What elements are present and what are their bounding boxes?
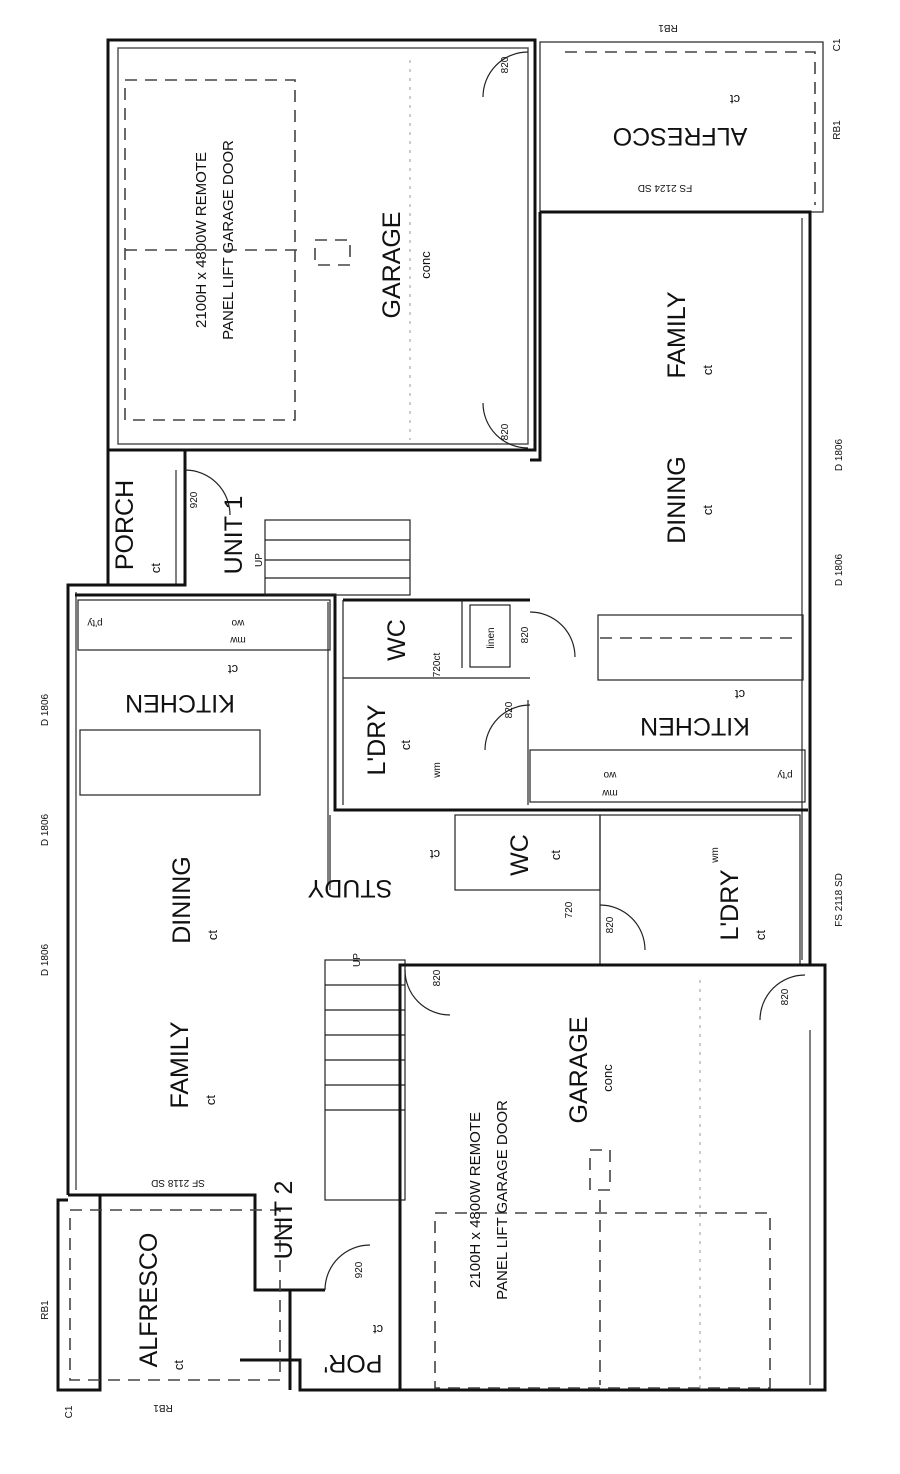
unit1-mw: mw <box>601 787 617 798</box>
unit1-corner: C1 <box>832 38 843 51</box>
unit1-family-name: FAMILY <box>663 291 691 378</box>
unit1-stairs-up: UP <box>254 553 265 567</box>
unit2-pantry: p'ty <box>87 617 102 628</box>
unit1-garage-door-b: 820 <box>500 423 511 440</box>
unit1-laundry-name: L'DRY <box>363 704 391 775</box>
unit2-laundry-name: L'DRY <box>716 869 744 940</box>
unit1-garage-name: GARAGE <box>378 212 406 319</box>
unit1-wo: wo <box>603 769 617 780</box>
unit1-porch-door: 920 <box>189 491 200 508</box>
unit1-alfresco-door: FS 2124 SD <box>638 182 692 193</box>
unit1-laundry-wm: wm <box>432 762 443 779</box>
unit1-window-a: D 1806 <box>834 438 845 471</box>
unit2-rb-side: RB1 <box>40 1300 51 1320</box>
unit2-garage-door-a: 820 <box>432 969 443 986</box>
unit2-window-a: D 1806 <box>40 693 51 726</box>
unit1-porch-finish: ct <box>148 563 163 574</box>
unit2-dining-name: DINING <box>168 856 196 944</box>
unit1-laundry-finish: ct <box>398 740 413 751</box>
unit1-window-b: D 1806 <box>834 553 845 586</box>
unit2-mw: mw <box>229 634 245 645</box>
unit2-rb-bottom: RB1 <box>153 1402 173 1413</box>
unit1-pantry: p'ty <box>777 769 792 780</box>
unit2-alfresco-finish: ct <box>171 1360 186 1371</box>
unit2-wc-door: 720 <box>564 901 575 918</box>
unit1-garage-door-line1: 2100H x 4800W REMOTE <box>193 152 210 328</box>
unit2-laundry-window: FS 2118 SD <box>834 873 845 927</box>
walls <box>56 38 827 1392</box>
unit1-wc-name: WC <box>383 619 411 661</box>
unit2-family-finish: ct <box>203 1095 218 1106</box>
unit1-labels: GARAGE conc 2100H x 4800W REMOTE PANEL L… <box>111 22 845 798</box>
unit1-family-finish: ct <box>700 365 715 376</box>
unit2-labels: KITCHEN ct p'ty mw wo D 1806 D 1806 D 18… <box>40 617 845 1418</box>
unit1-linen-door: 820 <box>520 626 531 643</box>
unit2-wc-finish: ct <box>548 850 563 861</box>
unit2-garage-name: GARAGE <box>565 1017 593 1124</box>
unit1-kitchen-finish: ct <box>735 687 746 702</box>
unit2-kitchen-finish: ct <box>228 662 239 677</box>
unit2-porch-finish: ct <box>373 1322 384 1337</box>
unit2-porch-name: POR' <box>324 1349 383 1377</box>
unit1-alfresco-name: ALFRESCO <box>613 122 748 150</box>
unit2-garage-door-b: 820 <box>780 988 791 1005</box>
unit2-study-name: STUDY <box>307 874 392 902</box>
unit1-linen: linen <box>486 627 497 648</box>
unit2-family-name: FAMILY <box>166 1021 194 1108</box>
unit2-garage-finish: conc <box>600 1064 615 1092</box>
unit1-alfresco-finish: ct <box>730 92 741 107</box>
unit2-garage-door-line2: PANEL LIFT GARAGE DOOR <box>494 1100 511 1300</box>
unit1-dining-finish: ct <box>700 505 715 516</box>
unit2-porch-door: 920 <box>354 1261 365 1278</box>
unit1-wc-door: 720ct <box>432 653 443 678</box>
unit2-wo: wo <box>231 617 245 628</box>
unit1-laundry-door: 820 <box>504 701 515 718</box>
unit1-dining-name: DINING <box>663 456 691 544</box>
unit2-laundry-wm: wm <box>710 847 721 864</box>
unit2-corner: C1 <box>64 1405 75 1418</box>
unit1-garage-finish: conc <box>418 251 433 279</box>
unit2-laundry-door: 820 <box>605 916 616 933</box>
unit2-alfresco-name: ALFRESCO <box>135 1233 163 1368</box>
unit1-garage-door-a: 820 <box>500 56 511 73</box>
unit2-garage-door-line1: 2100H x 4800W REMOTE <box>467 1112 484 1288</box>
unit1-rb-top: RB1 <box>658 22 678 33</box>
unit2-unit-label: UNIT 2 <box>270 1181 298 1260</box>
unit2-study-finish: ct <box>430 847 441 862</box>
unit2-family-door: SF 2118 SD <box>151 1177 205 1188</box>
unit1-garage-door-line2: PANEL LIFT GARAGE DOOR <box>220 140 237 340</box>
unit2-wc-name: WC <box>506 834 534 876</box>
unit2-dining-finish: ct <box>205 930 220 941</box>
unit2-window-c: D 1806 <box>40 943 51 976</box>
unit1-rb-side: RB1 <box>832 120 843 140</box>
unit2-kitchen-name: KITCHEN <box>125 689 235 717</box>
unit2-laundry-finish: ct <box>753 930 768 941</box>
unit1-porch-name: PORCH <box>111 480 139 570</box>
unit1-kitchen-name: KITCHEN <box>640 712 750 740</box>
unit2-stairs-up: UP <box>352 953 363 967</box>
unit2-window-b: D 1806 <box>40 813 51 846</box>
unit1-unit-label: UNIT 1 <box>220 496 248 575</box>
